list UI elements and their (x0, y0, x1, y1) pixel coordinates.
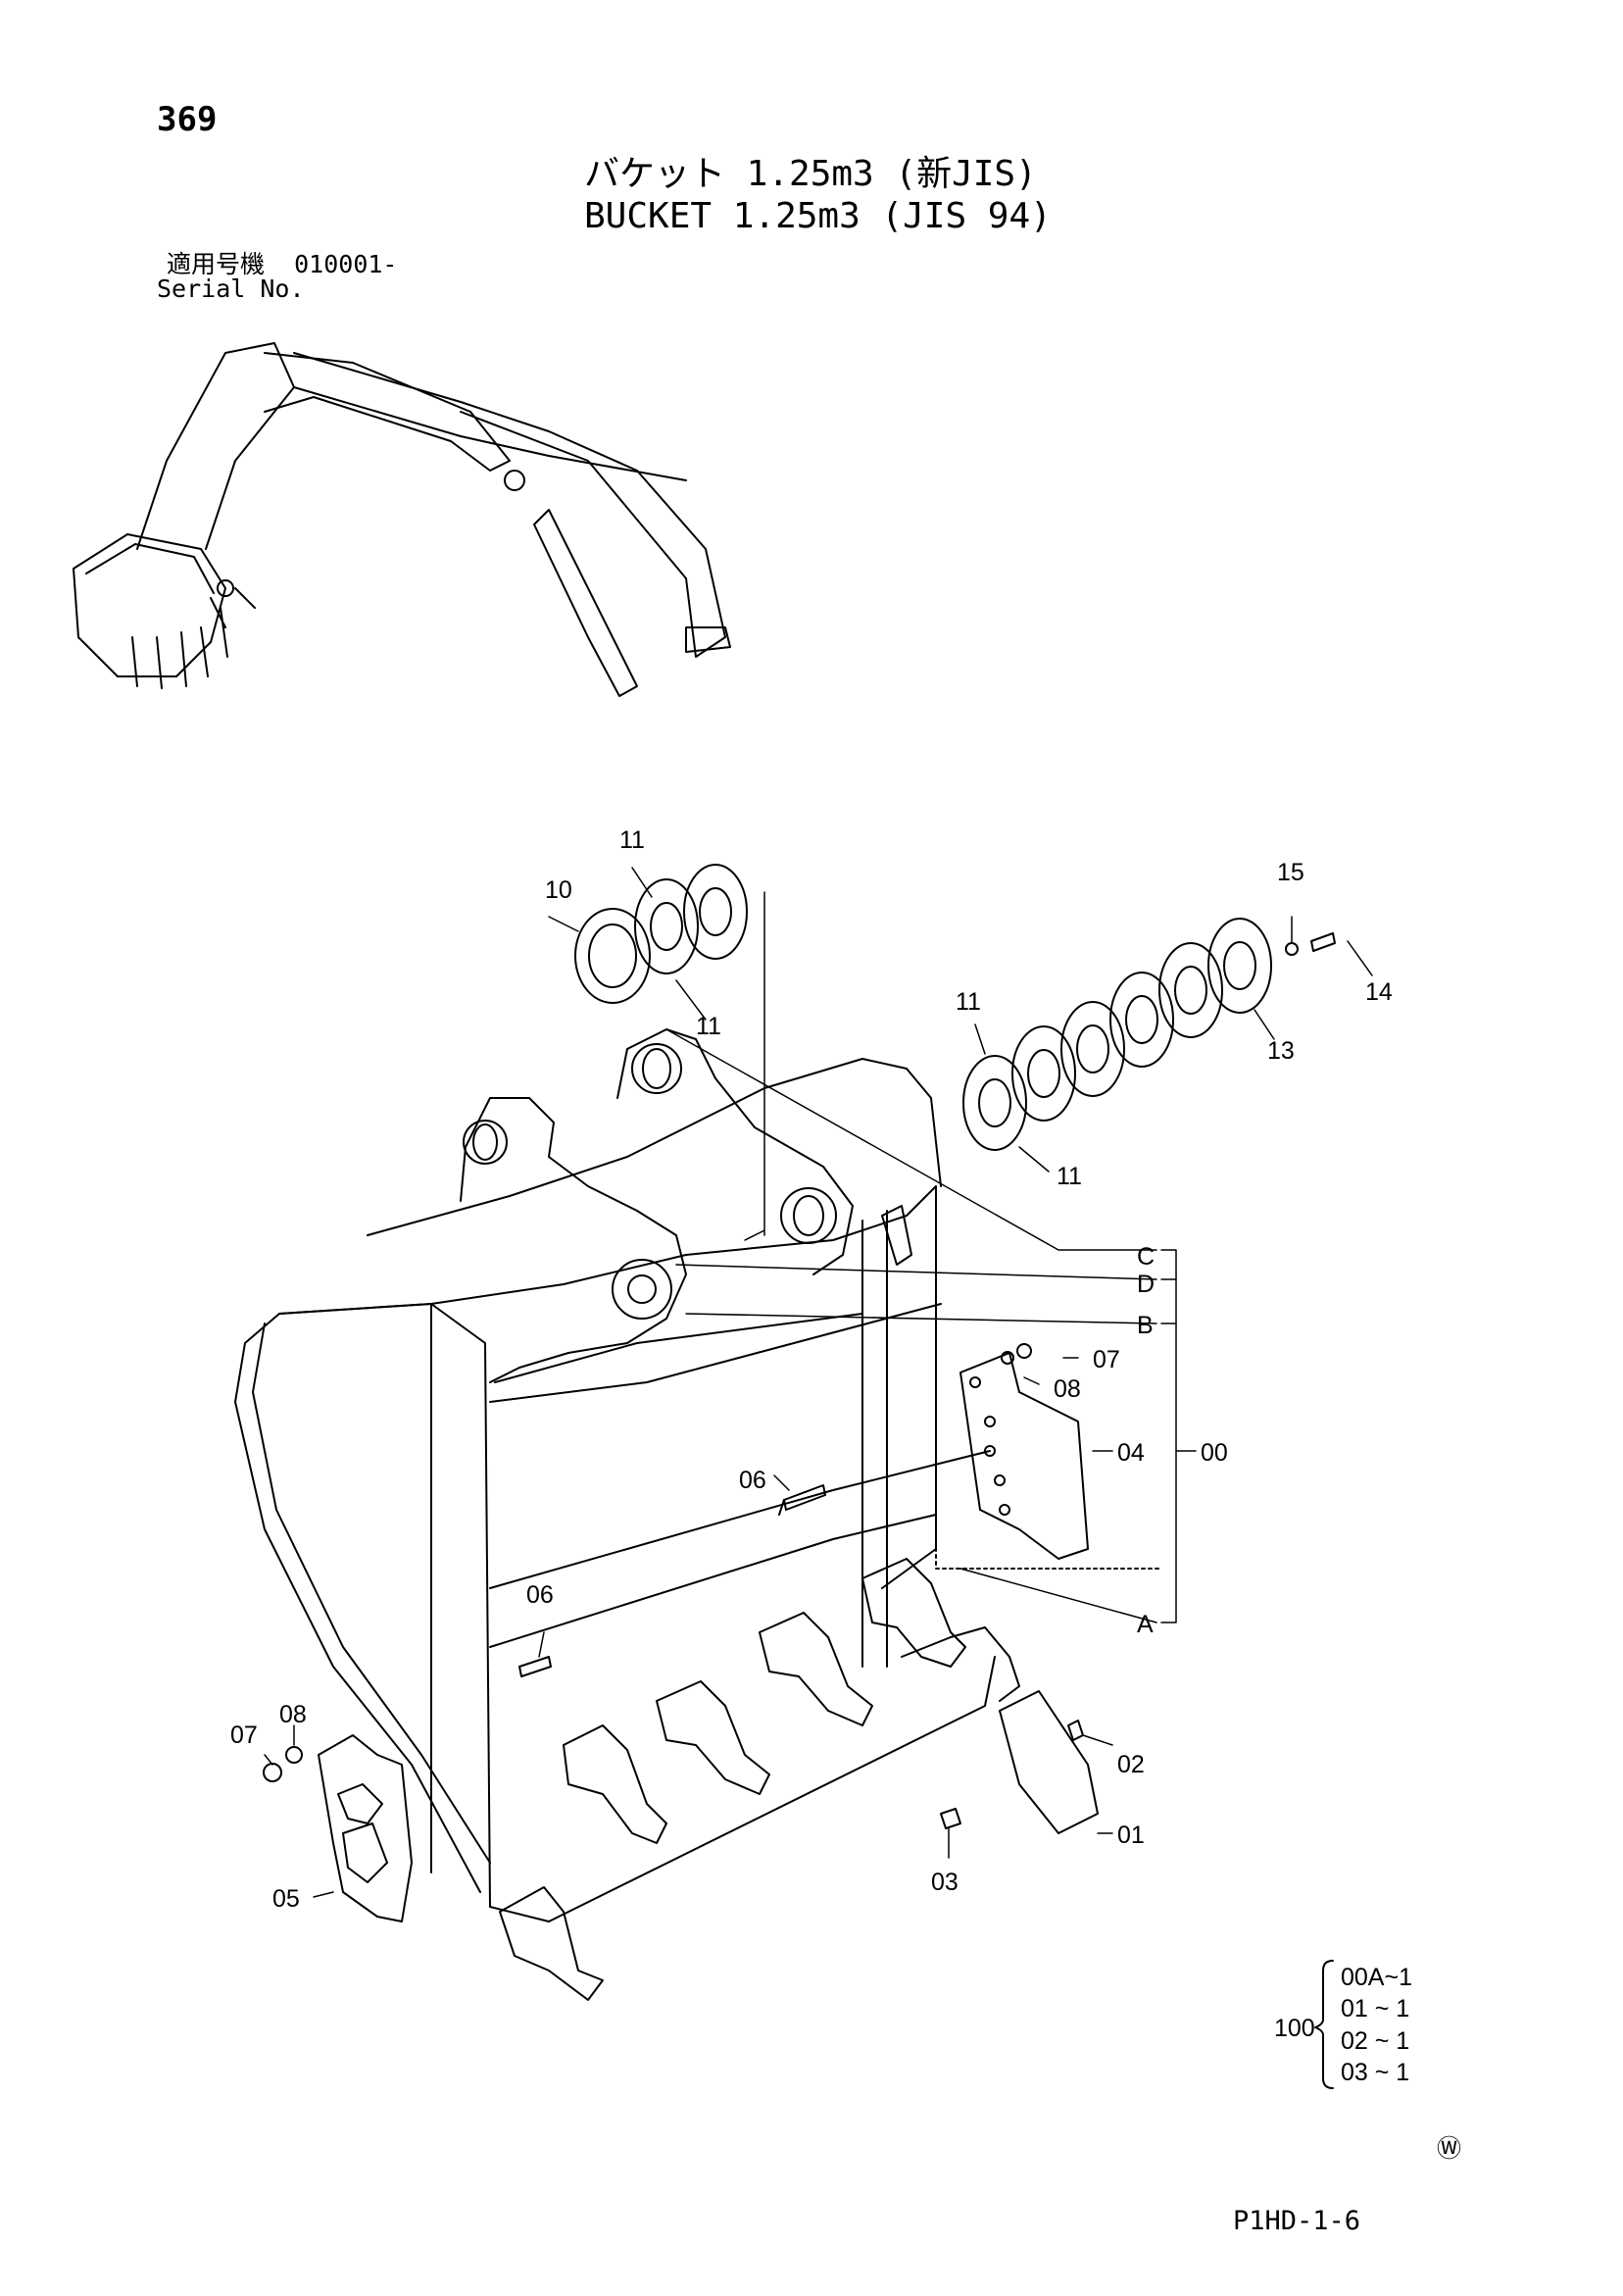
watermark-symbol: Ⓦ (1437, 2135, 1461, 2163)
callout-04: 04 (1117, 1439, 1145, 1467)
kit-item: 02 ~ 1 (1341, 2027, 1409, 2055)
callout-05: 05 (272, 1885, 300, 1913)
callout-08: 08 (1054, 1375, 1081, 1403)
serial-label-english: Serial No. (157, 275, 305, 303)
callout-06: 06 (739, 1467, 766, 1494)
bolts (518, 1484, 826, 1677)
right-boss-plate (616, 1028, 912, 1275)
callout-11: 11 (956, 988, 981, 1016)
side-cutter-right (959, 1343, 1089, 1560)
page-number: 369 (157, 100, 218, 139)
callout-labels: 11 10 11 15 14 11 13 11 C D B A 07 08 04… (230, 826, 1461, 2163)
kit-item: 01 ~ 1 (1341, 1995, 1409, 2022)
callout-11: 11 (696, 1013, 721, 1040)
callout-14: 14 (1365, 978, 1393, 1006)
serial-label-jp-text: 適用号機 (167, 250, 266, 278)
callout-13: 13 (1267, 1037, 1295, 1065)
kit-item: 00A~1 (1341, 1964, 1412, 1991)
callout-01: 01 (1117, 1822, 1145, 1849)
reference-d: D (1137, 1271, 1155, 1298)
callout-07: 07 (230, 1722, 258, 1749)
callout-11: 11 (619, 826, 645, 854)
bucket-teeth (499, 1558, 1099, 2001)
callout-11: 11 (1057, 1163, 1082, 1190)
bucket-body (234, 1058, 1162, 1922)
callout-06: 06 (526, 1581, 554, 1609)
page-title-english: BUCKET 1.25m3 (JIS 94) (584, 196, 1052, 236)
serial-label-japanese: 適用号機 010001- (167, 245, 397, 280)
callout-02: 02 (1117, 1751, 1145, 1778)
reference-b: B (1137, 1312, 1154, 1339)
shims-right (962, 918, 1336, 1151)
kit-brace (1314, 1960, 1334, 2089)
callout-08: 08 (279, 1701, 307, 1728)
left-boss-plate (460, 1097, 687, 1383)
kit-item: 03 ~ 1 (1341, 2059, 1409, 2086)
excavator-arm-illustration (73, 342, 731, 697)
reference-a: A (1137, 1611, 1154, 1638)
callout-03: 03 (931, 1869, 959, 1896)
shims-upper (574, 864, 748, 1004)
page-title-japanese: バケット 1.25m3 (新JIS) (584, 154, 1037, 194)
kit-number: 100 (1274, 2015, 1315, 2042)
side-cutter-left (263, 1734, 413, 1922)
serial-range: 010001- (294, 250, 398, 278)
callout-15: 15 (1277, 859, 1304, 886)
leader-lines (264, 867, 1373, 1898)
callout-10: 10 (545, 876, 572, 904)
page-code: P1HD-1-6 (1233, 2206, 1361, 2236)
callout-00: 00 (1201, 1439, 1228, 1467)
reference-c: C (1137, 1243, 1155, 1271)
callout-07: 07 (1093, 1346, 1120, 1373)
